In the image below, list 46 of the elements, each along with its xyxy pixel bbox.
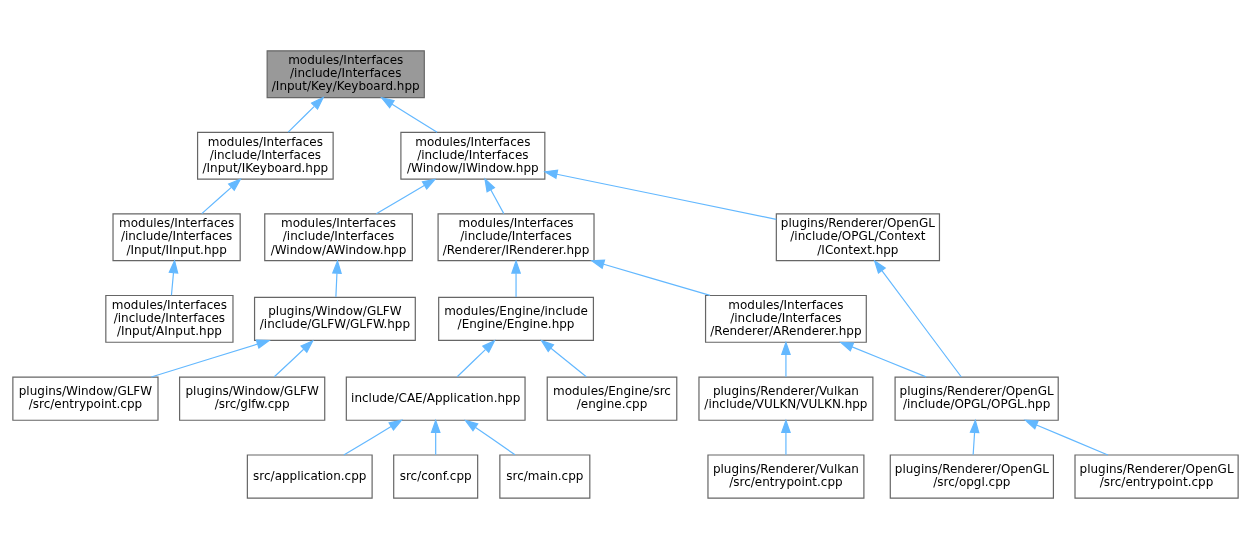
node-box: src/application.cpp xyxy=(246,454,373,499)
node-box: plugins/Renderer/OpenGL /include/OPGL/Context /IContext.hpp xyxy=(775,213,941,262)
node-box: modules/Engine/src /engine.cpp xyxy=(546,376,678,421)
node-box: plugins/Renderer/OpenGL /include/OPGL/OPGL.hpp xyxy=(894,376,1059,421)
arrow xyxy=(331,259,342,298)
node-box: plugins/Renderer/Vulkan /include/VULKN/VULKN.hpp xyxy=(698,376,874,421)
arrow xyxy=(1023,419,1109,456)
arrow xyxy=(780,418,791,456)
node-box: src/main.cpp xyxy=(499,454,591,499)
arrow xyxy=(343,419,404,456)
node-box: plugins/Window/GLFW /src/glfw.cpp xyxy=(179,376,326,421)
arrow xyxy=(780,340,791,378)
arrow xyxy=(168,258,179,296)
arrow xyxy=(273,339,314,378)
arrow xyxy=(540,339,587,378)
node-box: modules/Interfaces /include/Interfaces /Input/IInput.hpp xyxy=(112,213,241,262)
arrow xyxy=(543,169,777,220)
node-box: modules/Interfaces /include/Interfaces /Renderer/IRenderer.hpp xyxy=(437,213,595,262)
node-box: src/conf.cpp xyxy=(393,454,479,499)
node-box: plugins/Renderer/Vulkan /src/entrypoint.cpp xyxy=(707,454,865,499)
node-box: include/CAE/Application.hpp xyxy=(345,376,526,421)
arrow xyxy=(969,418,980,456)
arrow xyxy=(839,341,927,378)
node-box: modules/Interfaces /include/Interfaces /Input/IKeyboard.hpp xyxy=(197,131,334,180)
arrow xyxy=(375,178,437,215)
node-box: modules/Engine/include /Engine/Engine.hpp xyxy=(438,296,594,342)
node-box: modules/Interfaces /include/Interfaces /Window/AWindow.hpp xyxy=(264,213,413,262)
node-box: modules/Interfaces /include/Interfaces /Input/Key/Keyboard.hpp xyxy=(266,50,425,99)
arrow xyxy=(201,178,242,215)
node-box: plugins/Renderer/OpenGL /src/opgl.cpp xyxy=(889,454,1054,499)
arrow xyxy=(484,177,505,215)
node-box: modules/Interfaces /include/Interfaces /Renderer/ARenderer.hpp xyxy=(704,294,867,343)
arrow xyxy=(287,96,325,133)
node-box: plugins/Renderer/OpenGL /src/entrypoint.cpp xyxy=(1074,454,1239,499)
node-box: plugins/Window/GLFW /src/entrypoint.cpp xyxy=(12,376,159,421)
arrow xyxy=(380,96,438,133)
arrow xyxy=(590,259,711,297)
arrow xyxy=(150,339,271,378)
arrow xyxy=(873,259,962,378)
arrow xyxy=(430,418,441,456)
node-box: plugins/Window/GLFW /include/GLFW/GLFW.hpp xyxy=(253,296,416,342)
arrow xyxy=(511,259,522,298)
arrow xyxy=(464,419,516,456)
arrow xyxy=(456,339,496,378)
node-box: modules/Interfaces /include/Interfaces /Input/AInput.hpp xyxy=(105,294,234,343)
node-box: modules/Interfaces /include/Interfaces /Window/IWindow.hpp xyxy=(400,131,546,180)
